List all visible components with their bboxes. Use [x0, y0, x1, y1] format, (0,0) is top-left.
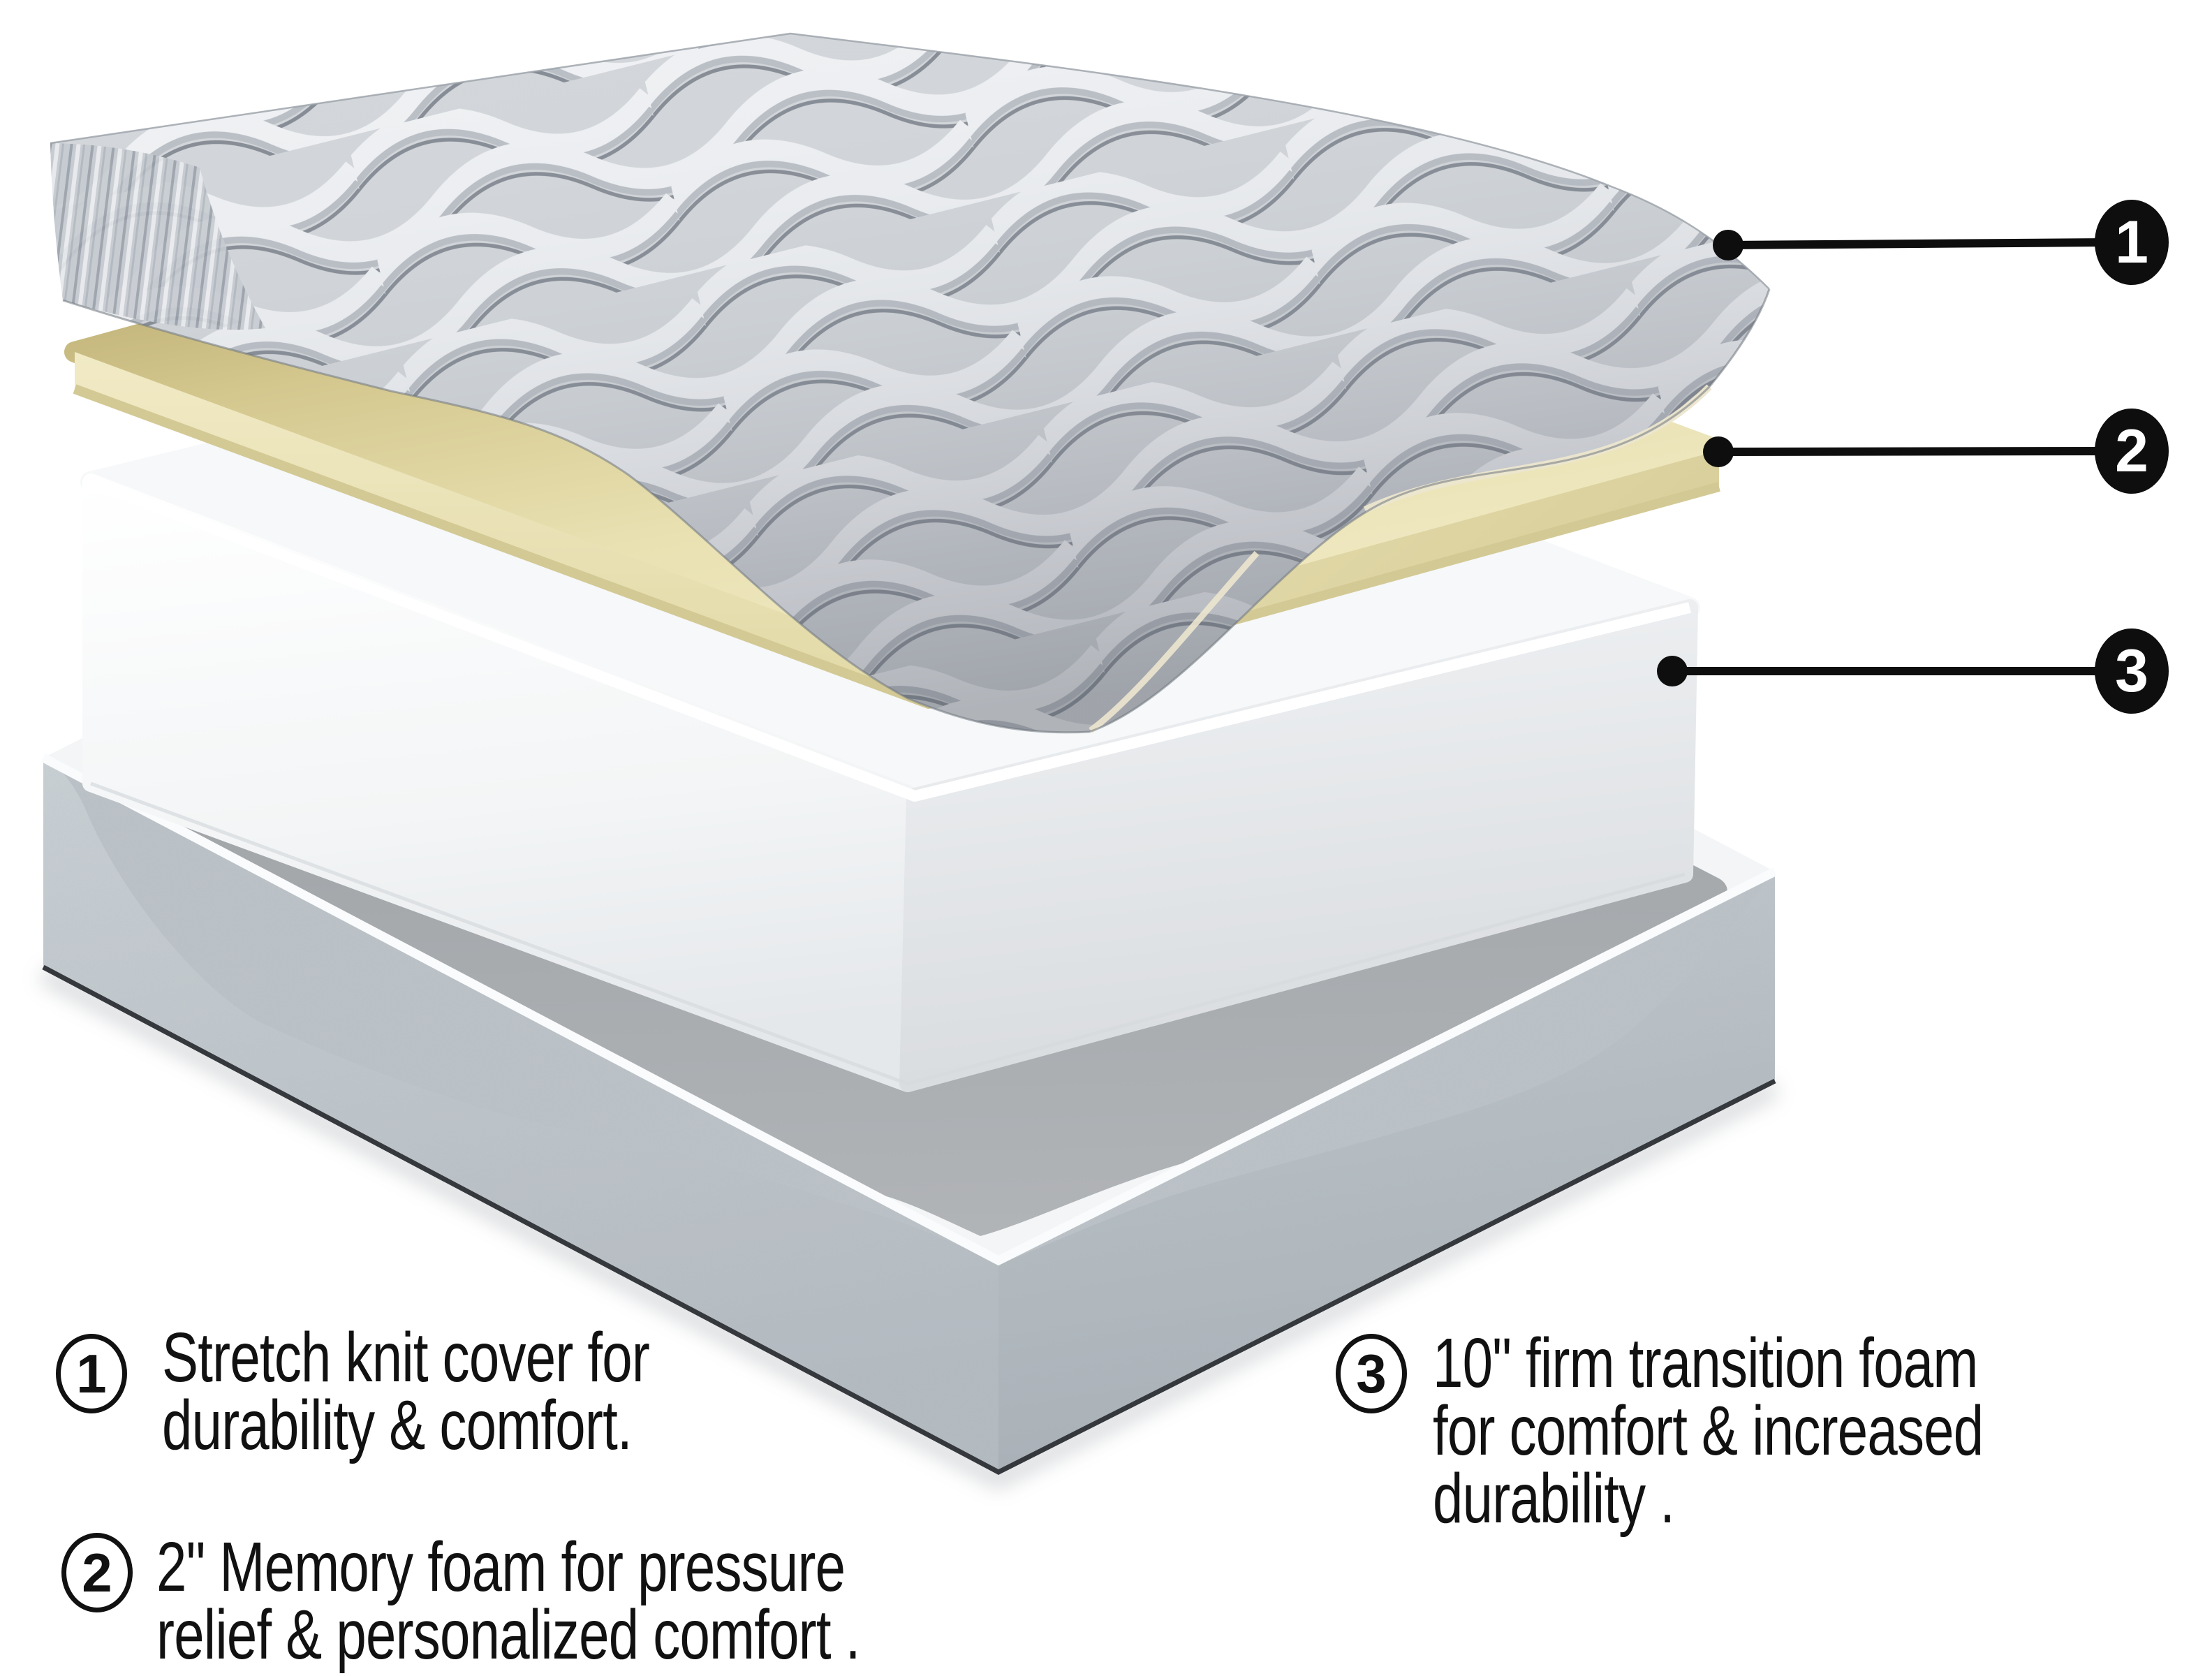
- callout-badge-3: 3: [2095, 628, 2169, 714]
- annotation-2-line-2: relief & personalized comfort .: [156, 1596, 860, 1674]
- callout-dots: [1657, 230, 1743, 686]
- annotation-3-line-3: durability .: [1433, 1460, 1675, 1538]
- callout-lines: [1672, 238, 2109, 675]
- transition-foam-bottom-edge: [90, 781, 1686, 1086]
- callout-line-1: [1727, 238, 2109, 249]
- annotation-3-line-1: 10" firm transition foam: [1433, 1324, 1978, 1402]
- annotation-text-3: 10" firm transition foam for comfort & i…: [1433, 1324, 1984, 1538]
- transition-foam-top-lip: [89, 476, 1691, 802]
- annotation-number-circle-1: 1: [56, 1334, 127, 1413]
- knit-cover-layer: [50, 32, 1771, 734]
- annotation-1-line-1: Stretch knit cover for: [162, 1318, 650, 1397]
- base-top-lip: [40, 754, 1777, 1266]
- annotation-text-1: Stretch knit cover for durability & comf…: [162, 1318, 650, 1464]
- cover-drape-outline: [62, 288, 1771, 734]
- cover-side-pleats: [50, 143, 265, 330]
- annotation-3-line-2: for comfort & increased: [1433, 1392, 1984, 1470]
- cover-underside-edge-fold: [1089, 551, 1260, 733]
- annotation-number-circle-2: 2: [61, 1533, 133, 1612]
- memory-foam-left-face: [75, 352, 929, 704]
- annotation-number-circle-3: 3: [1336, 1334, 1407, 1413]
- callout-badge-1: 1: [2095, 200, 2169, 285]
- base-ground-shadow: [38, 966, 1779, 1490]
- callout-dot-3: [1657, 656, 1688, 686]
- callout-line-2: [1718, 447, 2109, 456]
- callout-dot-1: [1713, 230, 1743, 260]
- callout-badge-2: 2: [2095, 409, 2169, 494]
- annotation-text-2: 2" Memory foam for pressure relief & per…: [156, 1528, 860, 1674]
- base-bottom-edge: [42, 964, 1776, 1475]
- callout-dot-2: [1703, 436, 1734, 467]
- annotation-1-line-2: durability & comfort.: [162, 1386, 633, 1464]
- annotation-2-line-1: 2" Memory foam for pressure: [156, 1528, 846, 1606]
- cover-back-edge: [50, 32, 1770, 290]
- cover-shading: [50, 34, 1769, 733]
- base-top-front-fabric: [43, 758, 1775, 1264]
